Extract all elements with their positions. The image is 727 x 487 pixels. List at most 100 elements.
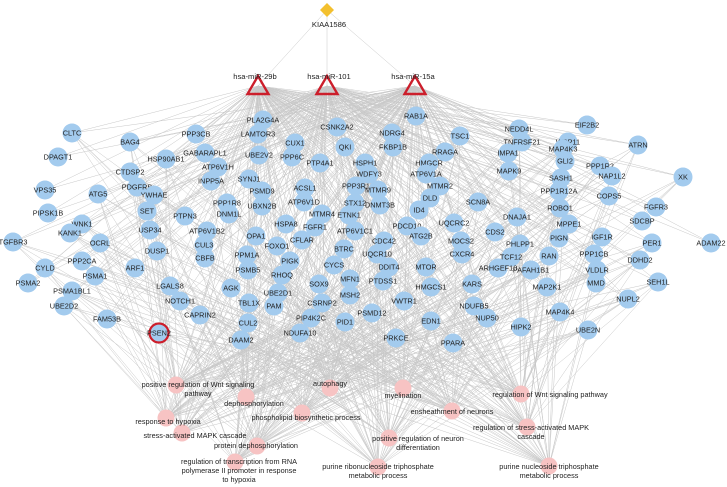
gene-node-kars: KARS (462, 274, 482, 294)
gene-node-cyld: CYLD (35, 258, 55, 278)
pathway-node-protein-dephosphorylation (248, 437, 266, 455)
gene-label: UBE2N (576, 325, 600, 334)
pathway-label-line: purine ribonucleoside triphosphate (322, 462, 434, 471)
gene-label: PSMB5 (236, 265, 261, 274)
gene-label: CUX1 (285, 138, 304, 147)
gene-label: TBL1X (238, 298, 260, 307)
gene-node-opa1: OPA1 (246, 226, 266, 246)
gene-node-cflar: CFLAR (290, 230, 314, 250)
gene-circle (237, 245, 257, 265)
gene-node-dnaja1: DNAJA1 (503, 207, 531, 227)
gene-circle (435, 142, 455, 162)
pathway-label-line: ensheathment of neurons (411, 407, 494, 416)
gene-node-seh1l: SEH1L (646, 272, 670, 292)
edge (234, 242, 653, 463)
gene-label: PDCD10 (393, 221, 422, 230)
gene-node-adam22: ADAM22 (696, 233, 726, 253)
gene-label: SOX9 (309, 279, 328, 288)
gene-node-hmgcs1: HMGCS1 (415, 277, 447, 297)
gene-node-btrc: BTRC (334, 239, 354, 259)
gene-circle (60, 223, 80, 243)
gene-label: RAB1A (404, 111, 428, 120)
gene-node-ptp4a1: PTP4A1 (306, 153, 334, 173)
edge (94, 85, 259, 277)
gene-circle (334, 239, 354, 259)
gene-node-ube2n: UBE2N (576, 320, 600, 340)
edge (526, 144, 639, 428)
gene-node-fgfr3: FGFR3 (644, 197, 668, 217)
gene-circle (54, 296, 74, 316)
gene-circle (175, 206, 195, 226)
edge (452, 342, 522, 395)
gene-circle (156, 149, 176, 169)
edge (414, 85, 532, 271)
gene-node-ywhae: YWHAE (141, 185, 168, 205)
gene-circle (488, 258, 508, 278)
edge (256, 269, 598, 447)
gene-circle (362, 303, 382, 323)
edge (199, 314, 247, 398)
pathway-label-line: purine nucleoside triphosphate (499, 462, 598, 471)
gene-label: RAN (541, 251, 556, 260)
gene-circle (673, 167, 693, 187)
pathway-label-line: pathway (184, 389, 212, 398)
gene-circle (239, 293, 259, 313)
edge (321, 302, 331, 389)
gene-circle (521, 260, 541, 280)
gene-label: NDRG4 (379, 128, 405, 137)
pathway-label-ensheathment-of-neurons: ensheathment of neurons (411, 407, 494, 416)
gene-label: TNFRSF21 (504, 137, 541, 146)
gene-label: PPP1CB (580, 249, 609, 258)
edge (379, 204, 528, 428)
gene-node-kank1: KANK1 (58, 223, 82, 243)
gene-label: MOCS2 (448, 236, 474, 245)
gene-circle (48, 147, 68, 167)
pathway-node-dephosphorylation (237, 388, 255, 406)
gene-label: DNAJA1 (503, 212, 531, 221)
edge (301, 281, 659, 414)
gene-node-pip4k2c: PIP4K2C (296, 308, 326, 328)
edge (158, 332, 528, 428)
gene-node-lamtor3: LAMTOR3 (241, 124, 275, 144)
gene-node-cxcr4: CXCR4 (450, 244, 474, 264)
edge (228, 85, 259, 215)
edge (256, 305, 275, 447)
gene-node-dusp1: DUSP1 (145, 241, 169, 261)
gene-label: EDN1 (421, 316, 440, 325)
gene-node-foxo1: FOXO1 (265, 236, 289, 256)
pathway-label-line: metabolic process (349, 471, 408, 480)
gene-node-scn8a: SCN8A (466, 192, 490, 212)
edge (71, 290, 390, 439)
edge (257, 85, 356, 232)
edge (158, 332, 522, 395)
edge (129, 141, 550, 467)
gene-node-vps35: VPS35 (34, 180, 56, 200)
edge (129, 171, 167, 419)
gene-node-prkce: PRKCE (383, 328, 409, 348)
gene-circle (444, 213, 464, 233)
gene-node-mtor: MTOR (415, 257, 437, 277)
gene-circle (701, 233, 721, 253)
gene-label: NUP50 (475, 313, 499, 322)
edge (326, 85, 463, 255)
gene-label: OCRL (90, 238, 110, 247)
gene-label: PPP6C (280, 152, 304, 161)
edge (234, 312, 373, 463)
gene-circle (628, 135, 648, 155)
edge (526, 175, 613, 428)
edge (204, 257, 247, 398)
edge (165, 225, 408, 419)
pathway-node-positive-regulation-of-neuron-differentiation (380, 429, 398, 447)
gene-circle (160, 276, 180, 296)
gene-label: CTDSP2 (116, 167, 145, 176)
gene-node-ppm1a: PPM1A (235, 245, 259, 265)
edge (94, 275, 303, 414)
edge (326, 85, 345, 250)
gene-node-pafah1b1: PAFAH1B1 (513, 260, 549, 280)
edge (414, 85, 657, 208)
gene-node-nup50: NUP50 (475, 308, 499, 328)
edge (81, 223, 247, 398)
gene-circle (231, 330, 251, 350)
edge (71, 132, 379, 468)
